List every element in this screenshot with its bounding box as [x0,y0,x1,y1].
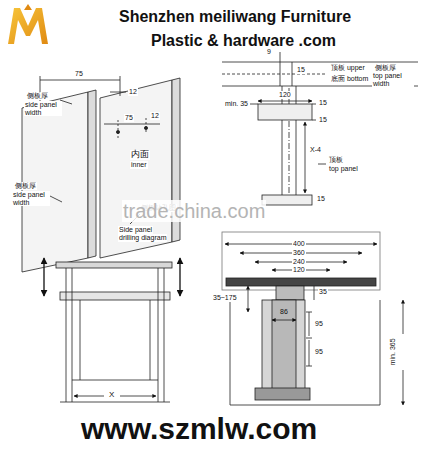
dimension-label: min. 35 [224,100,249,108]
part-label: 内面 [130,150,150,160]
header-text: Shenzhen meiliwang Furniture [118,8,352,26]
website-text: www.szmlw.com [80,412,318,445]
dimension-label: X [108,391,115,400]
dimension-label: 35 [318,288,328,296]
dimension-label: 12 [128,88,138,96]
part-label: side panel width [12,191,50,206]
part-label: side panel width [24,101,62,116]
dimension-label: min. 365 [388,338,396,367]
lift-frame [44,258,180,402]
dimension-label: 15 [318,99,328,107]
part-label: Side panel [118,226,153,234]
dimension-label: 15 [318,116,328,124]
part-label: 底面 bottom [330,75,369,83]
part-label: top panel [328,165,359,173]
part-label: 侧板厚 [374,64,397,72]
part-label: inner [130,161,148,169]
part-label: 侧板厚 [26,92,49,100]
dimension-label: 15 [316,195,326,203]
dimension-label: 360 [292,249,306,257]
dimension-label: 9 [266,48,272,56]
dimension-label: 75 [74,70,84,78]
dimension-label: X-4 [309,146,322,154]
tv-lift [222,232,403,405]
dimension-label: 86 [279,308,289,316]
side-panels [22,76,180,272]
dimension-label: 240 [292,258,306,266]
dimension-label: 35~175 [212,294,238,302]
header-text: Plastic & hardware .com [150,32,337,50]
dimension-label: 120 [292,266,306,274]
top-panel-view [222,52,418,205]
logo [8,4,48,44]
part-label: 顶板 upper [330,64,366,72]
part-label: drilling diagram [118,234,167,242]
dimension-label: 120 [278,91,292,99]
part-label: 顶板 [328,156,344,164]
part-label: top panel width [372,72,414,87]
dimension-label: 400 [292,240,306,248]
dimension-label: 95 [314,320,324,328]
dimension-label: 15 [296,66,306,74]
dimension-label: 95 [314,348,324,356]
dimension-label: 12 [150,112,160,120]
part-label: 侧板厚 [14,182,37,190]
watermark: trade.china.com [122,200,266,222]
dimension-label: 75 [124,114,134,122]
